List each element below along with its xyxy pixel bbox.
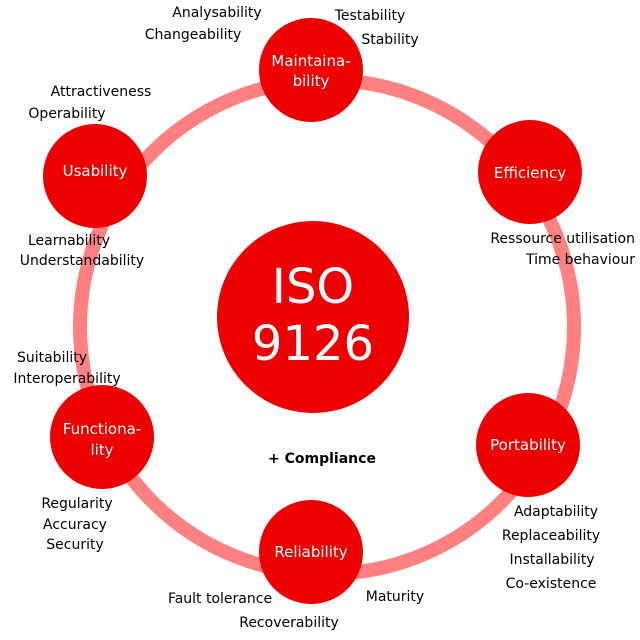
node-functionality: Functiona- lity [50,385,154,489]
node-maintainability: Maintaina- bility [259,18,363,122]
sub-testability: Testability [334,8,405,24]
node-efficiency: Efficiency [478,120,582,224]
sub-understandability: Understandability [20,253,144,269]
sub-maturity: Maturity [366,589,424,605]
maintainability-label-line1: Maintaina- [271,52,350,70]
sub-ressource-utilisation: Ressource utilisation [490,231,635,247]
compliance-label: + Compliance [268,451,376,467]
sub-security: Security [46,537,104,553]
efficiency-circle [478,120,582,224]
sub-adaptability: Adaptability [514,504,598,520]
functionality-label-line1: Functiona- [63,420,141,438]
maintainability-label-line2: bility [293,72,330,90]
center-circle [217,221,409,413]
sub-interoperability: Interoperability [13,371,120,387]
sub-time-behaviour: Time behaviour [525,252,635,268]
maintainability-circle [259,18,363,122]
sub-stability: Stability [361,32,418,48]
sub-analysability: Analysability [172,5,261,21]
usability-label: Usability [63,162,128,180]
sub-changeability: Changeability [145,27,242,43]
sub-recoverability: Recoverability [239,615,339,631]
sub-regularity: Regularity [41,496,112,512]
efficiency-label: Efficiency [494,164,566,182]
reliability-label: Reliability [274,543,347,561]
sub-replaceability: Replaceability [502,528,600,544]
portability-label: Portability [490,436,566,454]
center-title-line1: ISO [272,259,354,315]
node-usability: Usability [43,124,147,228]
sub-installability: Installability [509,552,594,568]
portability-circle [476,393,580,497]
node-portability: Portability [476,393,580,497]
node-reliability: Reliability [259,500,363,604]
functionality-circle [50,385,154,489]
sub-fault-tolerance: Fault tolerance [168,591,272,607]
usability-circle [43,124,147,228]
sub-suitability: Suitability [17,350,87,366]
center-node: ISO 9126 [217,221,409,413]
sub-learnability: Learnability [28,233,110,249]
center-title-line2: 9126 [252,316,374,372]
reliability-circle [259,500,363,604]
functionality-label-line2: lity [90,441,113,459]
sub-co-existence: Co-existence [506,576,597,592]
sub-operability: Operability [28,106,105,122]
sub-attractiveness: Attractiveness [51,84,152,100]
sub-accuracy: Accuracy [43,517,107,533]
